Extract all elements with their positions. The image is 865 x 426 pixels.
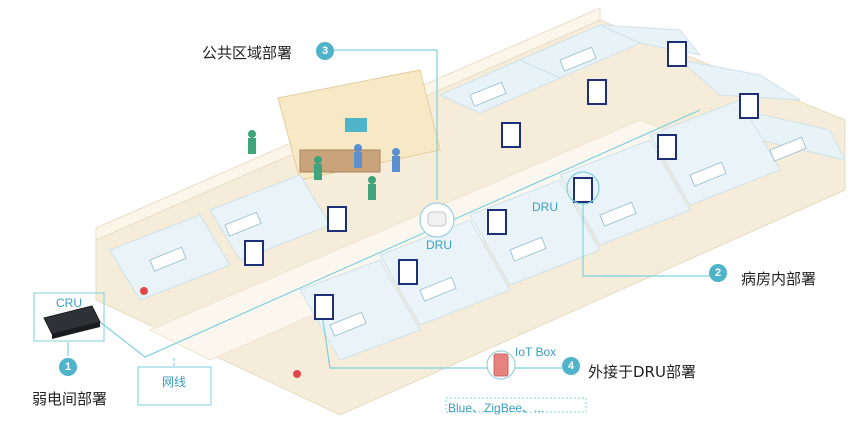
protocol-box — [445, 397, 587, 413]
visitor-figures — [354, 144, 400, 172]
badge-1: 1 — [59, 358, 77, 376]
cable-iot — [319, 299, 562, 369]
ward-room-label: 病房内部署 — [741, 270, 817, 288]
iot-box-label: IoT Box — [515, 345, 557, 359]
cru-label: CRU — [56, 296, 82, 310]
staff-figures — [248, 130, 376, 200]
dru-frame — [501, 122, 521, 148]
beds — [149, 46, 807, 337]
dru-frame — [587, 79, 607, 105]
public-area-label: 公共区域部署 — [202, 44, 293, 62]
protocols-label: Blue、ZigBee、... — [448, 401, 545, 415]
dru-frame — [573, 177, 593, 203]
dru-frame — [739, 93, 759, 119]
badge-2: 2 — [709, 264, 727, 282]
dru-center-label: DRU — [426, 238, 452, 252]
dru-frame — [657, 134, 677, 160]
station-sign — [345, 118, 367, 132]
network-cable-label: 网线 — [162, 375, 187, 389]
weak-room-label: 弱电间部署 — [32, 390, 108, 408]
network-lines — [67, 49, 712, 372]
dru-frame — [398, 259, 418, 285]
flower-pot — [140, 287, 148, 295]
dru-frame — [667, 41, 687, 67]
network-cable-box — [137, 366, 212, 406]
cable-cru-to-corridor — [99, 109, 701, 358]
iot-box-device — [493, 353, 509, 377]
cable-ward — [582, 188, 712, 277]
flower-pot — [293, 370, 301, 378]
dru-frame — [327, 206, 347, 232]
dru-frame — [244, 240, 264, 266]
badge-4: 4 — [562, 357, 580, 375]
cru-box-outline — [33, 292, 105, 342]
badge-3: 3 — [316, 42, 334, 60]
dru-frames — [244, 41, 759, 320]
front-rooms — [109, 99, 781, 361]
dru-frame — [487, 209, 507, 235]
external-dru-label: 外接于DRU部署 — [588, 363, 696, 381]
dru-highlight-ring — [566, 171, 600, 205]
dru-right-label: DRU — [532, 200, 558, 214]
ceiling-dru-device — [427, 211, 447, 227]
dru-frame — [314, 294, 334, 320]
nurse-desk — [299, 149, 381, 173]
